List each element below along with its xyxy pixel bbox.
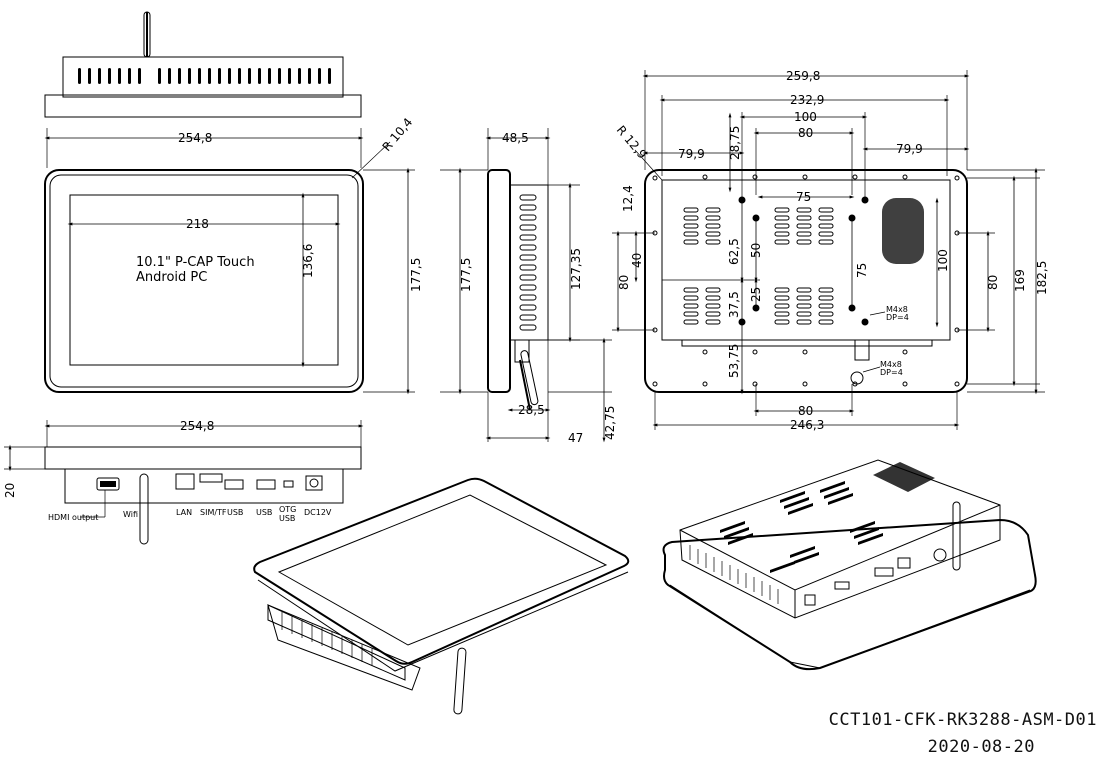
back-dim-75-vertical: 75 xyxy=(855,263,869,278)
port-label-lan: LAN xyxy=(176,508,192,517)
back-view: 259,8 232,9 100 80 79,9 79,9 R 12,9 28,7… xyxy=(612,69,1049,432)
back-overall-width-dim: 259,8 xyxy=(786,69,820,83)
iso-front-vents xyxy=(281,612,373,666)
back-dim-37: 37,5 xyxy=(727,291,741,318)
back-dim-25: 25 xyxy=(749,287,763,302)
usb-port-2 xyxy=(256,479,276,490)
back-dim-80-bottom: 80 xyxy=(798,404,813,418)
port-label-hdmi: HDMI output xyxy=(48,513,98,522)
port-label-usb2: USB xyxy=(256,508,272,517)
back-left-offset-dim: 79,9 xyxy=(678,147,705,161)
port-label-usb1: USB xyxy=(227,508,243,517)
top-view xyxy=(44,11,362,118)
iso-back-ports xyxy=(804,548,947,606)
front-height-dim: 177,5 xyxy=(409,258,423,292)
hdmi-port xyxy=(96,477,120,491)
bottom-housing xyxy=(64,468,344,504)
iso-back-antenna xyxy=(952,501,961,571)
back-radius-dim: R 12,9 xyxy=(614,123,650,162)
port-label-dc: DC12V xyxy=(304,508,332,517)
side-antenna-height-dim: 42,75 xyxy=(603,406,617,440)
bottom-antenna xyxy=(139,473,149,545)
bottom-width-dim: 254,8 xyxy=(180,419,214,433)
bottom-bezel xyxy=(44,446,362,470)
screw-note-1b: DP=4 xyxy=(886,313,909,322)
iso-front-antenna xyxy=(453,647,467,715)
back-dim-62: 62,5 xyxy=(727,238,741,265)
back-hole-span-232: 232,9 xyxy=(790,93,824,107)
back-offset-12-dim: 12,4 xyxy=(621,185,635,212)
lan-port xyxy=(175,473,195,490)
back-dim-182: 182,5 xyxy=(1035,261,1049,295)
bottom-view: 254,8 20 HDMI output Wifi LAN SIM/TF USB… xyxy=(3,419,364,545)
screw-note-2b: DP=4 xyxy=(880,368,903,377)
side-depth-dim: 48,5 xyxy=(502,131,529,145)
top-vents xyxy=(78,68,331,84)
otg-port xyxy=(283,480,294,488)
isometric-back-view xyxy=(662,459,1037,671)
back-bezel xyxy=(644,169,968,393)
back-offset-28-dim: 28,75 xyxy=(728,126,742,160)
back-dim-100-vertical: 100 xyxy=(936,249,950,272)
back-dim-80-right: 80 xyxy=(986,275,1000,290)
port-label-wifi: Wifi xyxy=(123,510,138,519)
product-label-line1: 10.1" P-CAP Touch xyxy=(136,255,255,270)
back-dim-80-left: 80 xyxy=(617,275,631,290)
side-antenna xyxy=(520,350,539,406)
usb-port-1 xyxy=(224,479,244,490)
side-total-depth-dim: 47 xyxy=(568,431,583,445)
screw-note-2a: M4x8 xyxy=(880,360,902,369)
back-hole-span-80-top: 80 xyxy=(798,126,813,140)
back-dim-246: 246,3 xyxy=(790,418,824,432)
back-hole-span-100: 100 xyxy=(794,110,817,124)
port-label-otg2: USB xyxy=(279,514,295,523)
display-width-dim: 218 xyxy=(186,217,209,231)
dc-port xyxy=(305,475,323,491)
iso-back-side-vents xyxy=(689,545,779,604)
drawing-code: CCT101-CFK-RK3288-ASM-D01 xyxy=(828,710,1097,730)
side-bezel xyxy=(487,169,511,393)
iso-front-screen xyxy=(277,494,608,646)
side-vents xyxy=(519,194,537,331)
iso-back-bezel xyxy=(662,518,1037,671)
front-width-dim: 254,8 xyxy=(178,131,212,145)
iso-back-top-vents xyxy=(720,481,883,573)
back-inner-75-dim: 75 xyxy=(796,190,811,204)
back-dim-53: 53,75 xyxy=(727,344,741,378)
product-label-line2: Android PC xyxy=(136,270,207,285)
front-display-area xyxy=(69,194,339,366)
bottom-height-dim: 20 xyxy=(3,483,17,498)
display-height-dim: 136,6 xyxy=(301,244,315,278)
back-dim-40: 40 xyxy=(630,253,644,268)
back-antenna-base xyxy=(850,371,864,385)
back-right-offset-dim: 79,9 xyxy=(896,142,923,156)
side-view: 48,5 177,5 127,35 xyxy=(440,128,617,445)
side-height-dim: 177,5 xyxy=(459,258,473,292)
front-radius-dim: R 10,4 xyxy=(380,115,416,154)
iso-back-speaker-grill xyxy=(873,462,935,492)
drawing-date: 2020-08-20 xyxy=(927,737,1035,757)
back-dim-50: 50 xyxy=(749,243,763,258)
port-label-otg1: OTG xyxy=(279,505,296,514)
isometric-front-view xyxy=(253,477,630,715)
front-bezel xyxy=(44,169,364,393)
back-antenna-connector xyxy=(854,339,870,361)
back-vent-slots xyxy=(683,207,834,325)
side-housing xyxy=(509,184,549,341)
side-housing-height-dim: 127,35 xyxy=(569,248,583,290)
back-speaker-grill xyxy=(882,198,924,264)
port-label-sim: SIM/TF xyxy=(200,508,227,517)
top-housing xyxy=(62,56,344,98)
side-antenna-offset-dim: 28,5 xyxy=(518,403,545,417)
top-bezel xyxy=(44,94,362,118)
front-view: 254,8 R 10,4 218 136,6 10.1" P-CAP Touch… xyxy=(44,115,423,395)
iso-front-bezel xyxy=(253,477,630,665)
screw-note-1a: M4x8 xyxy=(886,305,908,314)
back-dim-169: 169 xyxy=(1013,269,1027,292)
iso-back-housing xyxy=(679,459,1001,619)
sim-slot xyxy=(199,473,223,483)
